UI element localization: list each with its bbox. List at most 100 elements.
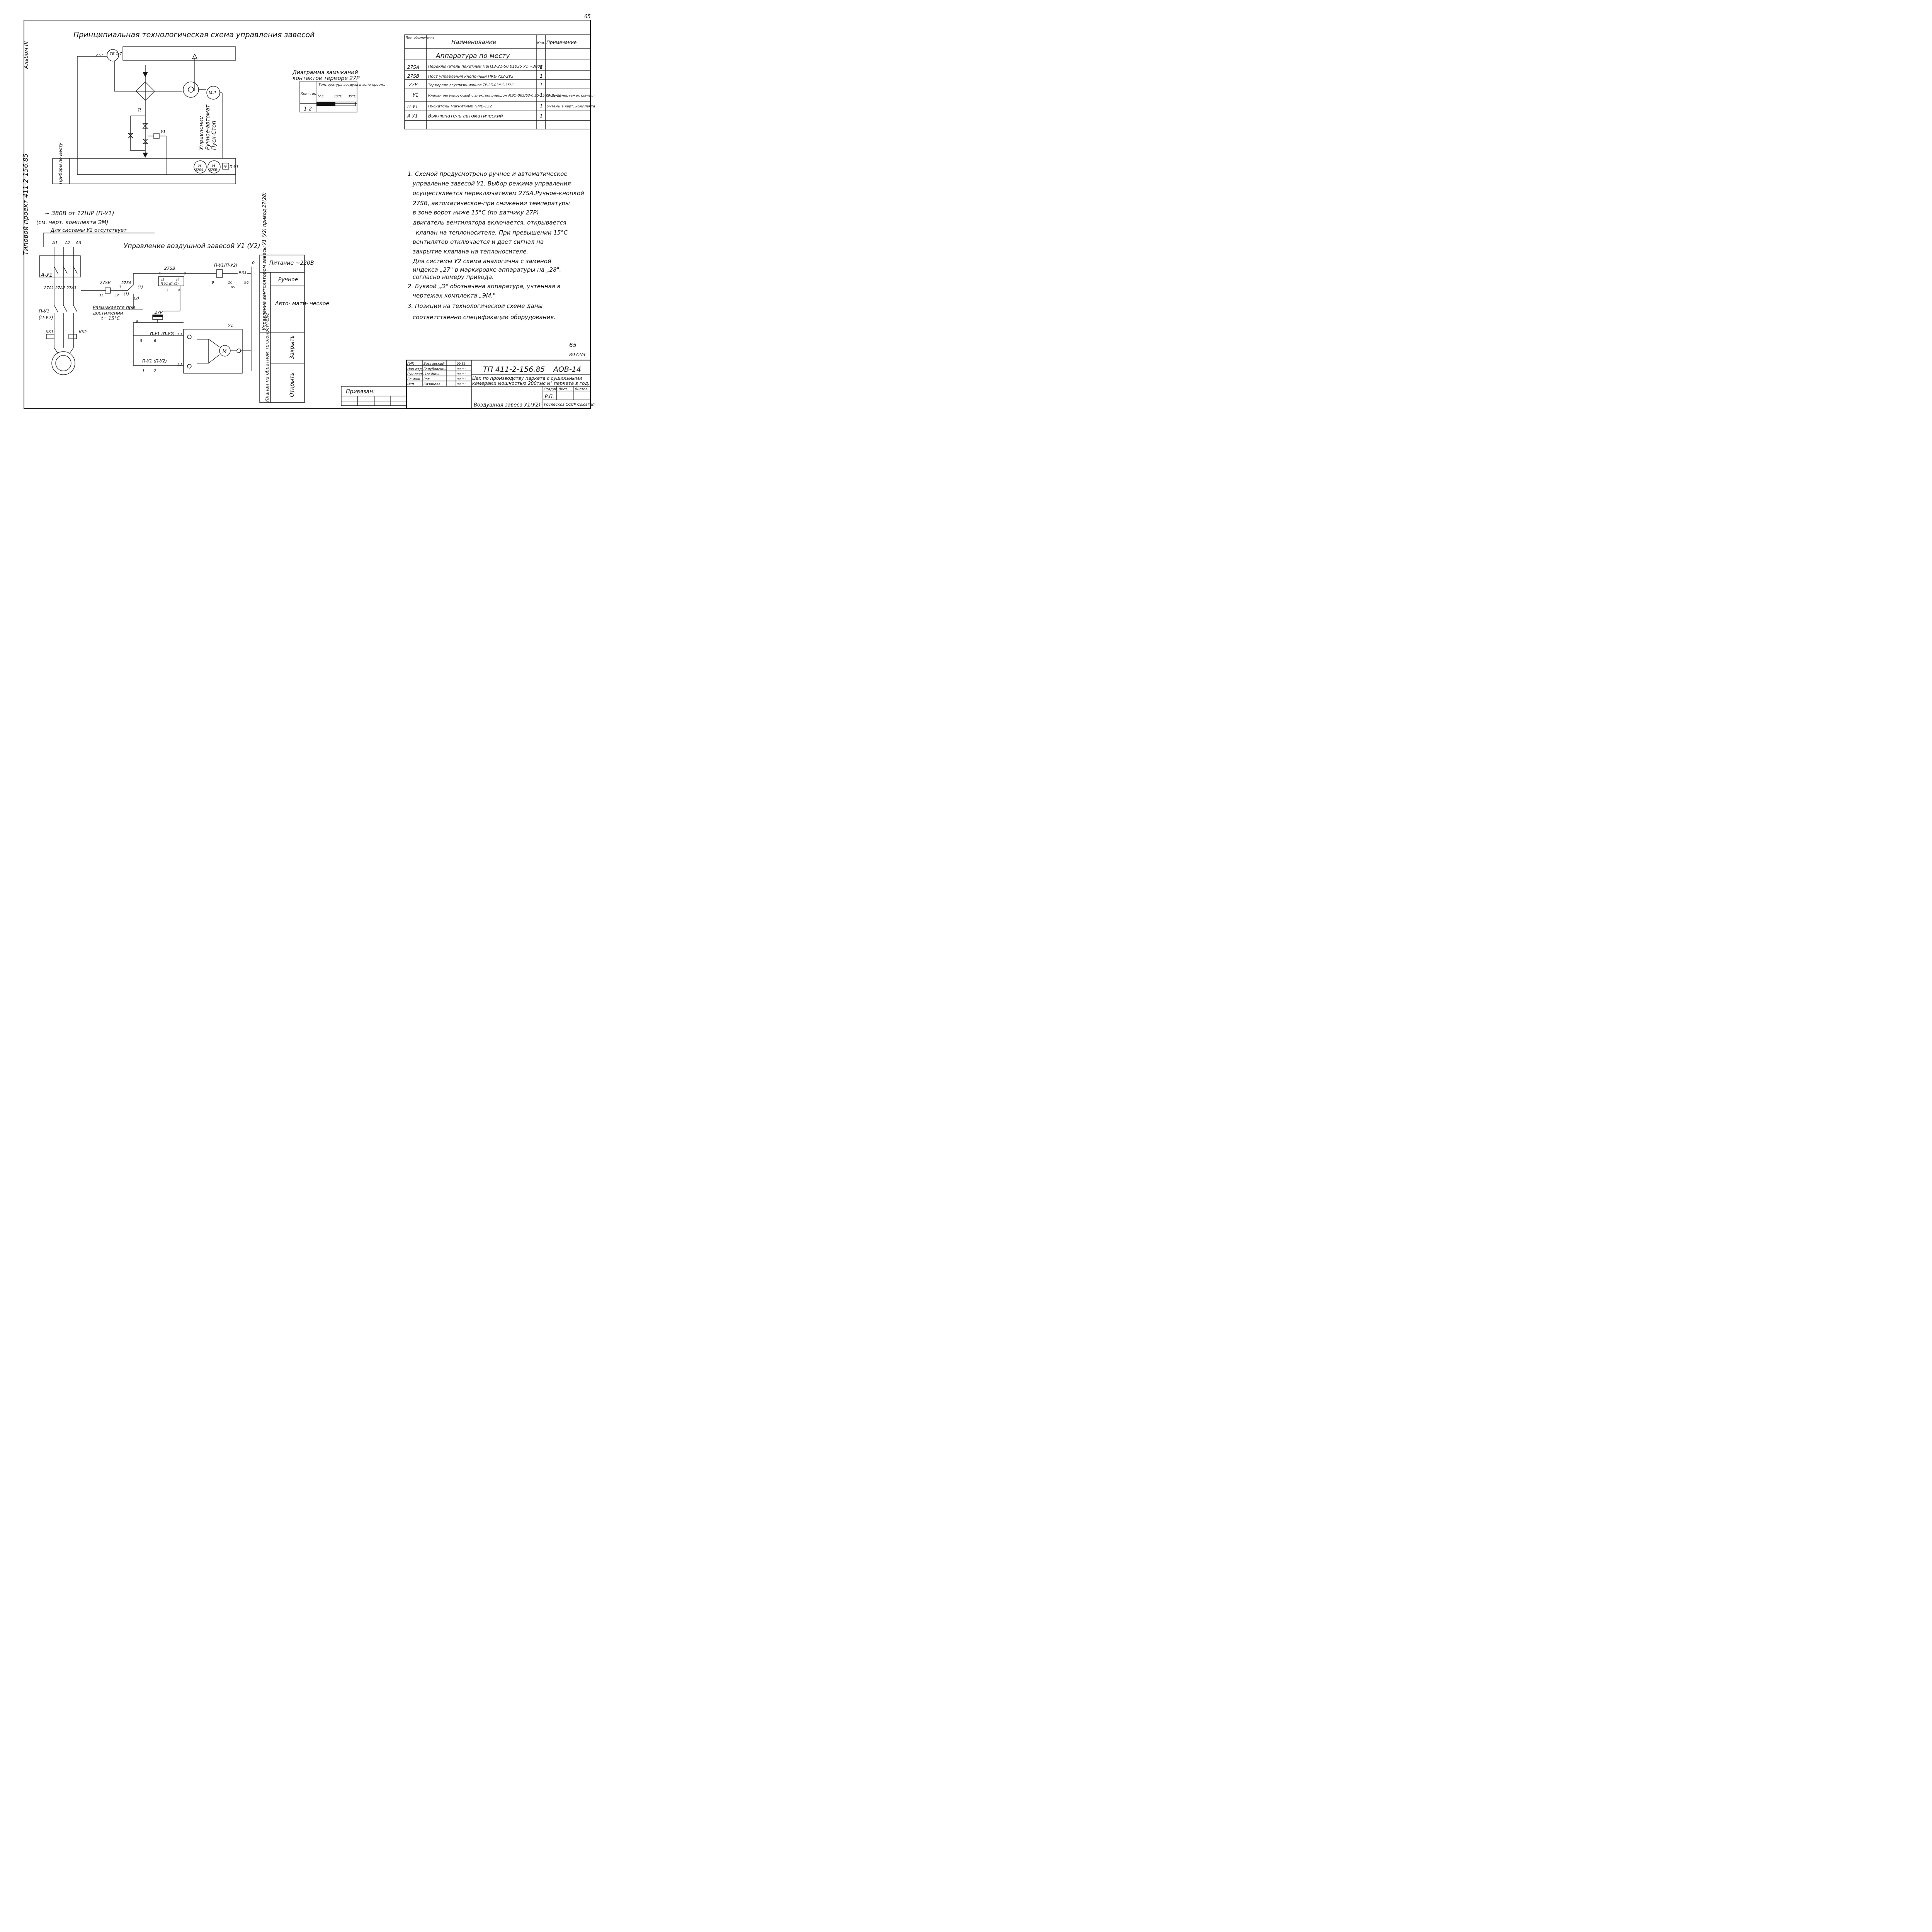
fan-icon: [183, 82, 199, 98]
drawing-sheet: 65 Альбом III Типовой проект 411-2-156.8…: [22, 14, 595, 409]
svg-text:Клапан регулирующий с электроп: Клапан регулирующий с электроприводом МЭ…: [428, 94, 562, 98]
svg-text:Гослесхоз СССР Союзгипролесхоз: Гослесхоз СССР Союзгипролесхоз: [544, 403, 595, 407]
svg-text:Р.П.: Р.П.: [545, 394, 554, 399]
svg-text:Ручное: Ручное: [278, 277, 298, 283]
fan-motor-label: М-1: [209, 90, 216, 95]
svg-text:27SB: 27SB: [100, 280, 111, 285]
svg-text:Олейник: Олейник: [423, 372, 440, 376]
svg-text:соответственно спецификации об: соответственно спецификации оборудования…: [413, 314, 556, 321]
svg-text:9: 9: [136, 320, 138, 324]
svg-text:1: 1: [540, 73, 543, 79]
control-valve: [142, 139, 148, 144]
svg-text:Выключатель автоматический: Выключатель автоматический: [428, 113, 503, 119]
return-arrow: [143, 152, 148, 158]
svg-text:А-У1: А-У1: [407, 113, 418, 119]
svg-text:Поз. обозначение: Поз. обозначение: [406, 36, 434, 39]
temp-sensor-tag: 27Р: [95, 53, 103, 58]
svg-text:27SA: 27SA: [407, 65, 419, 70]
svg-text:П-У1: П-У1: [39, 309, 49, 314]
svg-text:27SB, автоматическое-при сниже: 27SB, автоматическое-при снижении темпер…: [413, 200, 570, 207]
svg-text:Управление воздушной завесой У: Управление воздушной завесой У1 (У2): [124, 242, 260, 250]
svg-text:П-У1 (П-У2): П-У1 (П-У2): [161, 282, 179, 286]
svg-text:П-У1 (П-У2): П-У1 (П-У2): [150, 332, 175, 337]
svg-text:35°С: 35°С: [348, 95, 357, 99]
svg-text:с3: с3: [161, 278, 164, 281]
svg-text:(П-У2): (П-У2): [39, 315, 53, 320]
svg-text:Открыть: Открыть: [289, 372, 295, 397]
svg-text:32: 32: [114, 294, 119, 298]
svg-text:Рог: Рог: [423, 378, 430, 381]
page-number: 65: [569, 342, 577, 349]
svg-text:(3): (3): [138, 285, 143, 289]
svg-text:Казакова: Казакова: [423, 383, 440, 386]
svg-text:Авто- мати- ческое: Авто- мати- ческое: [275, 301, 329, 307]
svg-text:Термореле двухпозиционное ТР-2: Термореле двухпозиционное ТР-2Б-03t°С-35…: [428, 83, 514, 87]
svg-text:9: 9: [212, 281, 214, 285]
spec-table: Поз. обозначение Наименование Кол. Приме…: [404, 34, 595, 129]
svg-text:У1: У1: [413, 92, 418, 98]
svg-text:Переключатель пакетный ПВП13-2: Переключатель пакетный ПВП13-21-50 01035…: [428, 65, 543, 69]
curtain-duct: [122, 46, 236, 61]
svg-text:закрытие клапана на теплоносит: закрытие клапана на теплоносителе.: [413, 248, 528, 255]
svg-text:09.83: 09.83: [457, 372, 466, 376]
svg-text:КК1: КК1: [46, 330, 54, 334]
project-label: Типовой проект 411-2-156.85: [22, 153, 30, 255]
svg-text:Рук.сект.: Рук.сект.: [407, 372, 424, 376]
svg-text:13: 13: [177, 332, 182, 337]
svg-text:Э: Э: [223, 164, 227, 169]
svg-text:осуществляется переключателем: осуществляется переключателем 27SA.Ручно…: [413, 190, 584, 197]
svg-text:КК2: КК2: [79, 330, 87, 334]
svg-text:7: 7: [184, 272, 186, 276]
col-mode: Ручное-автомат: [205, 104, 211, 150]
svg-text:П-У1: П-У1: [230, 165, 239, 169]
svg-text:95: 95: [231, 286, 235, 289]
pipe-label: Т2: [138, 107, 142, 112]
svg-text:П-У1: П-У1: [407, 104, 418, 109]
svg-text:Нач.отд.: Нач.отд.: [407, 367, 423, 371]
svg-text:Кон- такт: Кон- такт: [301, 92, 318, 96]
svg-text:27Р: 27Р: [155, 310, 163, 315]
svg-text:Н: Н: [198, 163, 201, 168]
power-circuit: ~ 380В от 12ШР (П-У1) (см. черт. комплек…: [36, 210, 155, 375]
svg-text:2: 2: [154, 369, 156, 373]
svg-text:09.83: 09.83: [457, 367, 466, 371]
svg-text:Питание ~220В: Питание ~220В: [269, 260, 314, 266]
svg-text:13: 13: [177, 362, 182, 367]
svg-text:управление завесой У1. Выбор р: управление завесой У1. Выбор режима упра…: [412, 180, 571, 187]
side-table: Питание ~220В Ручное Авто- мати- ческое …: [259, 192, 329, 403]
svg-text:Исп.: Исп.: [407, 383, 415, 386]
svg-text:1: 1: [540, 65, 543, 70]
svg-text:камерами мощностью 200тыс м² п: камерами мощностью 200тыс м² паркета в г…: [472, 381, 589, 386]
temp-sensor-circle: [107, 49, 119, 61]
svg-text:контактов термоpe 27Р: контактов термоpe 27Р: [293, 75, 360, 82]
svg-text:с4: с4: [176, 278, 179, 281]
svg-text:Размыкается при: Размыкается при: [93, 305, 135, 310]
svg-text:0: 0: [252, 260, 255, 265]
svg-text:1: 1: [540, 92, 543, 98]
valve-actuator: [153, 133, 160, 139]
svg-text:10: 10: [228, 281, 233, 285]
svg-text:А-У1: А-У1: [41, 272, 53, 278]
svg-text:Гл.инж.: Гл.инж.: [407, 378, 421, 381]
motor-outer: [51, 351, 75, 375]
svg-text:Температура воздуха в зоне про: Температура воздуха в зоне проема: [318, 83, 385, 87]
col-control: Управление: [198, 116, 204, 150]
svg-text:(см. черт. комплекта ЭМ): (см. черт. комплекта ЭМ): [36, 219, 109, 226]
svg-text:Воздушная завеса У1(У2): Воздушная завеса У1(У2): [474, 402, 541, 408]
svg-text:А2: А2: [65, 240, 71, 245]
local-instruments-box: [52, 158, 236, 184]
breaker-box: [39, 255, 81, 277]
svg-text:27Р: 27Р: [409, 82, 418, 87]
svg-text:1: 1: [142, 369, 145, 373]
svg-text:чертежах комплекта „ЭМ.": чертежах комплекта „ЭМ.": [413, 292, 496, 299]
corner-number: 65: [584, 14, 591, 20]
svg-text:09.83: 09.83: [457, 378, 466, 381]
svg-text:Аппаратура по месту: Аппаратура по месту: [435, 52, 510, 60]
svg-text:Для системы У2 отсутствует: Для системы У2 отсутствует: [50, 228, 127, 233]
svg-text:Диаграмма замыканий: Диаграмма замыканий: [292, 70, 358, 76]
svg-text:М: М: [223, 349, 227, 354]
svg-text:1: 1: [540, 113, 543, 119]
contact-diagram: Диаграмма замыканий контактов термоpe 27…: [292, 70, 385, 112]
col-startstop: Пуск-Стоп: [211, 121, 217, 150]
svg-text:индекса „27" в маркировке аппа: индекса „27" в маркировке аппаратуры на …: [413, 266, 561, 273]
